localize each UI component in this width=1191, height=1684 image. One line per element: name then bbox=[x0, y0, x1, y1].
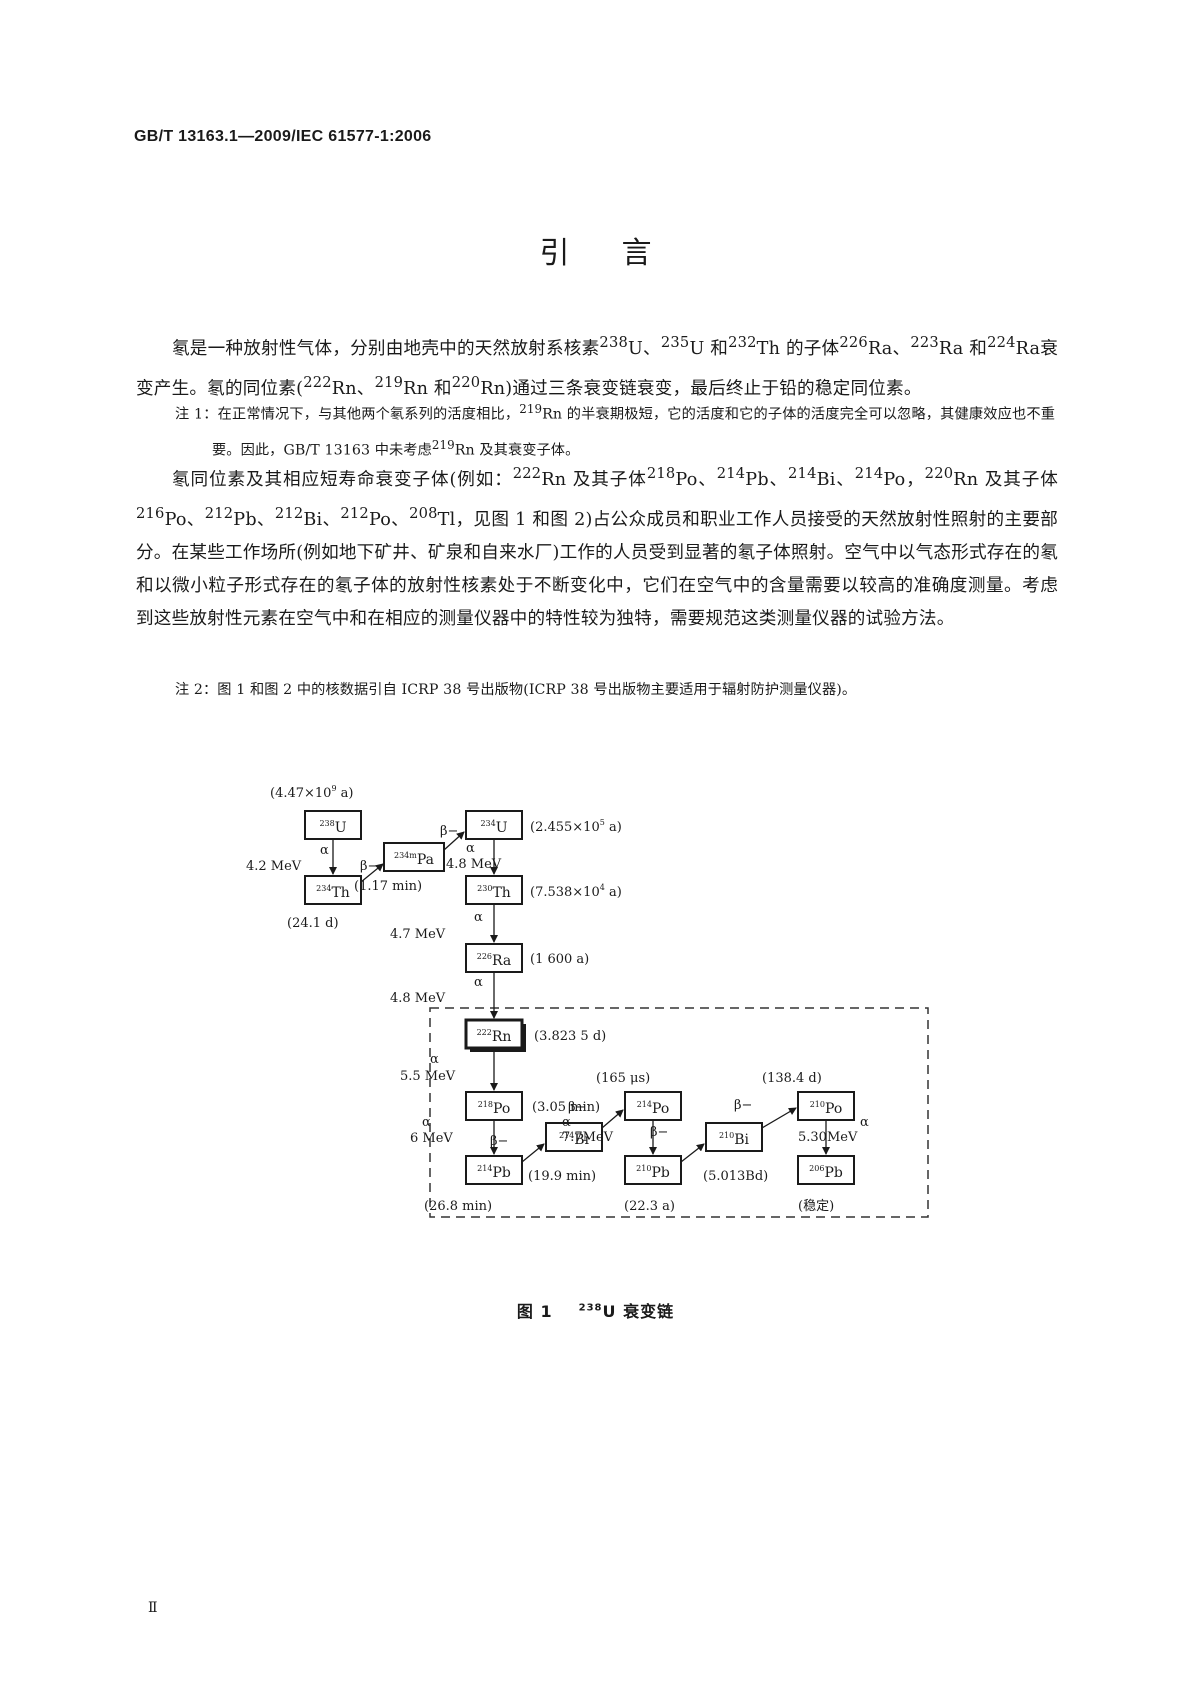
nuclide-box-bi214 bbox=[545, 1122, 603, 1152]
nuclide-label-pb214: 214Pb bbox=[477, 1164, 511, 1181]
u238-decay-chain-diagram: 238U 234Th 234mPa 234U 230Th 226Ra 222Rn… bbox=[246, 784, 929, 1218]
alpha-symbol-po218: α bbox=[422, 1115, 431, 1130]
paragraph-1: 氡是一种放射性气体，分别由地壳中的天然放射系核素238U、235U 和232Th… bbox=[136, 334, 1058, 399]
beta-label-th234: β− bbox=[360, 859, 378, 874]
beta-label-pb214: β− bbox=[490, 1134, 508, 1149]
half-life-pb214: (26.8 min) bbox=[424, 1199, 492, 1214]
half-life-pb210: (22.3 a) bbox=[624, 1199, 675, 1214]
paragraph-2: 氡同位素及其相应短寿命衰变子体(例如：222Rn 及其子体218Po、214Pb… bbox=[136, 465, 1059, 629]
note-2: 注 2：图 1 和图 2 中的核数据引自 ICRP 38 号出版物(ICRP 3… bbox=[175, 682, 857, 698]
half-life-th234: (24.1 d) bbox=[287, 916, 339, 931]
alpha-symbol-po214: α bbox=[562, 1115, 571, 1130]
nuclide-label-u238: 238U bbox=[319, 819, 346, 836]
half-life-pa234m: (1.17 min) bbox=[354, 879, 422, 894]
page-number: Ⅱ bbox=[148, 1600, 158, 1616]
half-life-bi214: (19.9 min) bbox=[528, 1169, 596, 1184]
page-title: 引言 bbox=[539, 236, 704, 271]
half-life-po218: (3.05 min) bbox=[532, 1100, 600, 1115]
energy-label-po210: 5.30MeV bbox=[798, 1130, 858, 1145]
energy-label-po218: 6 MeV bbox=[410, 1131, 453, 1146]
nuclide-box-pb214 bbox=[465, 1155, 523, 1185]
beta-arrow-pb210 bbox=[680, 1143, 705, 1163]
half-life-po210: (138.4 d) bbox=[762, 1071, 822, 1086]
beta-arrow-pb214 bbox=[521, 1143, 545, 1163]
half-life-u238: (4.47×109 a) bbox=[270, 784, 354, 801]
energy-label-rn222: 5.5 MeV bbox=[400, 1069, 456, 1084]
radon-progeny-boundary bbox=[429, 1007, 929, 1218]
beta-label-bi210: β− bbox=[734, 1098, 752, 1113]
nuclide-label-bi214: 214Bi bbox=[559, 1131, 590, 1148]
alpha-symbol-po210: α bbox=[860, 1115, 869, 1130]
nuclide-box-pb210 bbox=[624, 1155, 682, 1185]
nuclide-label-po218: 218Po bbox=[478, 1100, 511, 1117]
alpha-symbol-th230: α bbox=[474, 910, 483, 925]
standard-code: GB/T 13163.1—2009/IEC 61577-1:2006 bbox=[134, 128, 432, 145]
nuclide-label-th234: 234Th bbox=[316, 884, 350, 901]
energy-label-po214: 7.7MeV bbox=[562, 1130, 614, 1145]
rn222-box-shadow bbox=[470, 1024, 526, 1052]
nuclide-label-po210: 210Po bbox=[810, 1100, 843, 1117]
beta-label-bi214: β− bbox=[568, 1100, 586, 1115]
nuclide-label-rn222: 222Rn bbox=[477, 1028, 512, 1045]
nuclide-label-pb206: 206Pb bbox=[809, 1164, 843, 1181]
nuclide-label-pb210: 210Pb bbox=[636, 1164, 670, 1181]
nuclide-label-pa234m: 234mPa bbox=[394, 851, 434, 868]
beta-label-pb210: β− bbox=[650, 1125, 668, 1140]
beta-arrow-th234 bbox=[360, 863, 384, 883]
half-life-rn222: (3.823 5 d) bbox=[534, 1029, 606, 1044]
half-life-bi210: (5.013Bd) bbox=[703, 1169, 768, 1184]
beta-arrow-bi214 bbox=[601, 1109, 624, 1129]
nuclide-label-ra226: 226Ra bbox=[477, 952, 512, 969]
beta-arrow-bi210 bbox=[761, 1107, 797, 1129]
nuclide-box-u234 bbox=[465, 810, 523, 840]
energy-label-u234: 4.8 MeV bbox=[446, 857, 502, 872]
figure-caption: 图 1 238U 衰变链 bbox=[0, 1298, 1191, 1322]
nuclide-box-pa234m bbox=[383, 842, 445, 872]
half-life-u234: (2.455×105 a) bbox=[530, 818, 622, 835]
nuclide-box-th234 bbox=[304, 875, 362, 905]
nuclide-label-bi210: 210Bi bbox=[719, 1131, 750, 1148]
nuclide-box-pb206 bbox=[797, 1155, 855, 1185]
alpha-symbol-u234: α bbox=[466, 841, 475, 856]
half-life-pb206: (稳定) bbox=[798, 1198, 834, 1214]
figure-title: U 衰变链 bbox=[602, 1302, 675, 1321]
nuclide-box-th230 bbox=[465, 875, 523, 905]
alpha-symbol-rn222: α bbox=[430, 1052, 439, 1067]
half-life-ra226: (1 600 a) bbox=[530, 952, 589, 967]
nuclide-box-bi210 bbox=[705, 1122, 763, 1152]
half-life-th230: (7.538×104 a) bbox=[530, 883, 622, 900]
nuclide-label-u234: 234U bbox=[480, 819, 507, 836]
note-1: 注 1：在正常情况下，与其他两个氡系列的活度相比，219Rn 的半衰期极短，它的… bbox=[175, 402, 1055, 459]
nuclide-label-th230: 230Th bbox=[477, 884, 511, 901]
figure-number: 图 1 bbox=[516, 1302, 553, 1321]
alpha-symbol-ra226: α bbox=[474, 975, 483, 990]
energy-label-u238: 4.2 MeV bbox=[246, 859, 302, 874]
beta-label-pa234m: β− bbox=[440, 824, 458, 839]
caption-mass-number: 238 bbox=[578, 1302, 603, 1314]
nuclide-box-u238 bbox=[304, 810, 362, 840]
beta-arrow-pa234m bbox=[443, 831, 465, 851]
energy-label-ra226: 4.8 MeV bbox=[390, 991, 446, 1006]
energy-label-th230: 4.7 MeV bbox=[390, 927, 446, 942]
alpha-symbol-u238: α bbox=[320, 843, 329, 858]
half-life-po214: (165 μs) bbox=[596, 1071, 650, 1086]
nuclide-label-po214: 214Po bbox=[637, 1100, 670, 1117]
